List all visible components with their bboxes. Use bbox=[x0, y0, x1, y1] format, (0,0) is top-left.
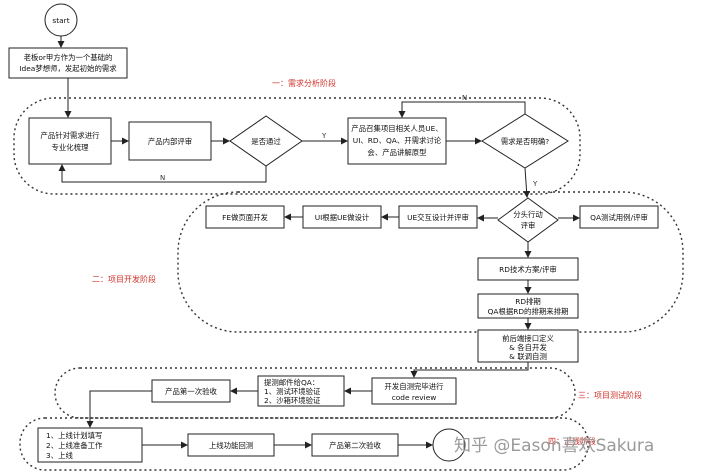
dev-text-3: & 联调自测 bbox=[509, 352, 547, 361]
stage-2-region bbox=[177, 191, 684, 333]
accept-2-text: 产品第二次验收 bbox=[329, 441, 381, 450]
rd-schedule-node bbox=[477, 293, 579, 319]
qa-cases-text: QA测试用例/评审 bbox=[590, 213, 648, 222]
pm-process-node bbox=[28, 117, 112, 165]
submit-text-3: 2、沙箱环境验证 bbox=[264, 396, 321, 405]
submit-node bbox=[257, 375, 345, 407]
accept-1-text: 产品第一次验收 bbox=[165, 387, 217, 396]
edge-accept1-launch bbox=[86, 390, 152, 428]
gather-text-1: 产品召集项目相关人员UE、 bbox=[351, 124, 442, 133]
submit-text-2: 1、测试环境验证 bbox=[264, 387, 321, 396]
ui-design-text: UI根据UE做设计 bbox=[315, 213, 370, 222]
ue-design-text: UE交互设计并评审 bbox=[407, 213, 469, 222]
edge-dev-selftest bbox=[410, 362, 529, 378]
qa-cases-node bbox=[579, 205, 659, 229]
edge-label-no-2: N bbox=[462, 94, 467, 102]
internal-review-node bbox=[128, 121, 212, 161]
self-test-text-1: 开发自测完毕进行 bbox=[384, 382, 444, 391]
split-decision bbox=[497, 197, 559, 243]
launch-node bbox=[37, 427, 143, 463]
edge-label-yes-2: Y bbox=[532, 180, 538, 188]
pm-process-text-2: 专业化梳理 bbox=[52, 143, 90, 152]
launch-text-3: 3、上线 bbox=[46, 451, 73, 460]
stage-4-region bbox=[19, 417, 589, 471]
passed-text: 是否通过 bbox=[251, 137, 281, 146]
edge-clear-no bbox=[398, 101, 526, 118]
stage-1-region bbox=[13, 97, 581, 195]
clear-text: 需求是否明确? bbox=[501, 137, 549, 146]
fe-dev-text: FE做页面开发 bbox=[222, 213, 268, 222]
split-text-1: 分头行动 bbox=[513, 210, 543, 219]
stage-3-label: 三：项目测试阶段 bbox=[578, 390, 642, 400]
split-text-2: 评审 bbox=[521, 221, 536, 230]
start-label: start bbox=[52, 16, 69, 25]
gather-node bbox=[347, 117, 447, 165]
stage-1-label: 一：需求分析阶段 bbox=[272, 78, 336, 88]
watermark: 知乎 @Eason喜欢Sakura bbox=[454, 436, 654, 456]
rd-plan-text: RD技术方案/评审 bbox=[499, 265, 557, 274]
edge-label-yes-1: Y bbox=[321, 132, 327, 140]
stage-4-label: 四：上线阶段 bbox=[548, 436, 596, 446]
idea-node bbox=[8, 47, 128, 79]
stage-3-region bbox=[54, 367, 576, 419]
submit-text-1: 提测邮件给QA： bbox=[264, 378, 319, 387]
internal-review-text: 产品内部评审 bbox=[148, 137, 192, 146]
gather-text-2: UI、RD、QA、开需求讨论 bbox=[353, 136, 442, 145]
regression-text: 上线功能回测 bbox=[209, 441, 253, 450]
idea-text-2: Idea梦想师，发起初始的需求 bbox=[19, 64, 117, 73]
self-test-node bbox=[371, 377, 457, 405]
end-node bbox=[432, 428, 466, 462]
dev-text-1: 前后端接口定义 bbox=[502, 334, 554, 343]
edge-label-no-1: N bbox=[160, 174, 165, 182]
launch-text-2: 2、上线准备工作 bbox=[46, 441, 103, 450]
rd-schedule-text-2: QA根据RD的排期来排期 bbox=[488, 307, 569, 316]
launch-text-1: 1、上线计划填写 bbox=[46, 431, 102, 440]
self-test-text-2: code review bbox=[392, 393, 437, 402]
gather-text-3: 会、产品讲解原型 bbox=[367, 148, 427, 157]
edge-passed-no bbox=[58, 164, 267, 183]
dev-text-2: & 各自开发 bbox=[509, 343, 547, 352]
pm-process-text-1: 产品针对需求进行 bbox=[40, 131, 100, 140]
rd-schedule-text-1: RD排期 bbox=[515, 297, 541, 306]
idea-text-1: 老板or甲方作为一个基础的 bbox=[24, 53, 113, 62]
stage-2-label: 二：项目开发阶段 bbox=[92, 274, 156, 284]
edge-clear-split bbox=[523, 167, 531, 198]
